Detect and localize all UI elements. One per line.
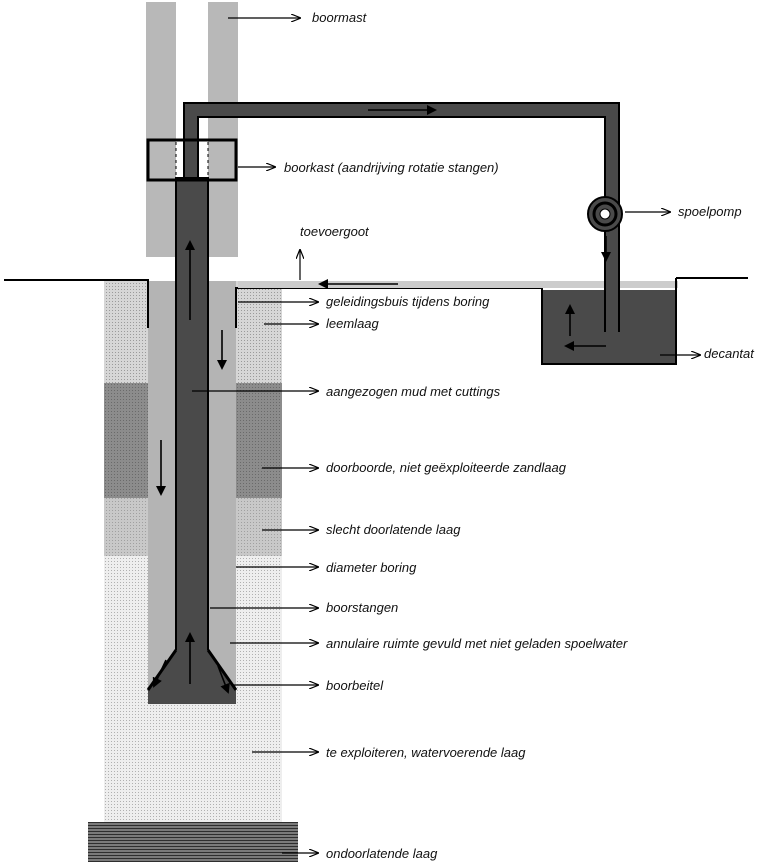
boorstangen	[175, 177, 209, 659]
label-boorkast: boorkast (aandrijving rotatie stangen)	[284, 160, 499, 175]
boorbeitel-body	[148, 650, 236, 704]
label-ondoorlatend: ondoorlatende laag	[326, 846, 438, 861]
label-boorbeitel: boorbeitel	[326, 678, 384, 693]
ondoorlatende-layer	[88, 822, 298, 862]
label-geleidingsbuis: geleidingsbuis tijdens boring	[326, 294, 490, 309]
flow-arrows	[152, 105, 611, 694]
label-boormast: boormast	[312, 10, 368, 25]
boormast	[146, 2, 238, 257]
decantat-rim	[541, 278, 677, 365]
mast-right-leg	[208, 2, 238, 257]
toevoergoot-channel	[238, 281, 678, 288]
label-spoelpomp: spoelpomp	[678, 204, 742, 219]
labels: boormast boorkast (aandrijving rotatie s…	[284, 10, 755, 861]
boorbeitel-right-blade	[206, 649, 238, 691]
label-watervoerend: te exploiteren, watervoerende laag	[326, 745, 526, 760]
label-boorstangen: boorstangen	[326, 600, 398, 615]
label-decantat: decantat	[704, 346, 755, 361]
boorkast	[146, 138, 238, 182]
label-slecht-doorlatend: slecht doorlatende laag	[326, 522, 461, 537]
label-toevoergoot: toevoergoot	[300, 224, 370, 239]
spoelpomp-ring	[592, 201, 618, 227]
ground-left	[4, 279, 149, 328]
spoelpomp	[587, 196, 623, 232]
label-pointers	[192, 18, 700, 853]
label-aangezogen-mud: aangezogen mud met cuttings	[326, 384, 501, 399]
flow-arrow-bit-left	[152, 659, 167, 688]
boorkast-dashed-rod	[175, 142, 209, 178]
label-zandlaag: doorboorde, niet geëxploiteerde zandlaag	[326, 460, 567, 475]
label-annulaire-ruimte: annulaire ruimte gevuld met niet geladen…	[326, 636, 628, 651]
spoelpomp-hub	[599, 208, 611, 220]
label-diameter: diameter boring	[326, 560, 417, 575]
mast-left-leg	[146, 2, 176, 257]
label-leemlaag: leemlaag	[326, 316, 380, 331]
flow-arrow-bit-right	[217, 665, 230, 694]
